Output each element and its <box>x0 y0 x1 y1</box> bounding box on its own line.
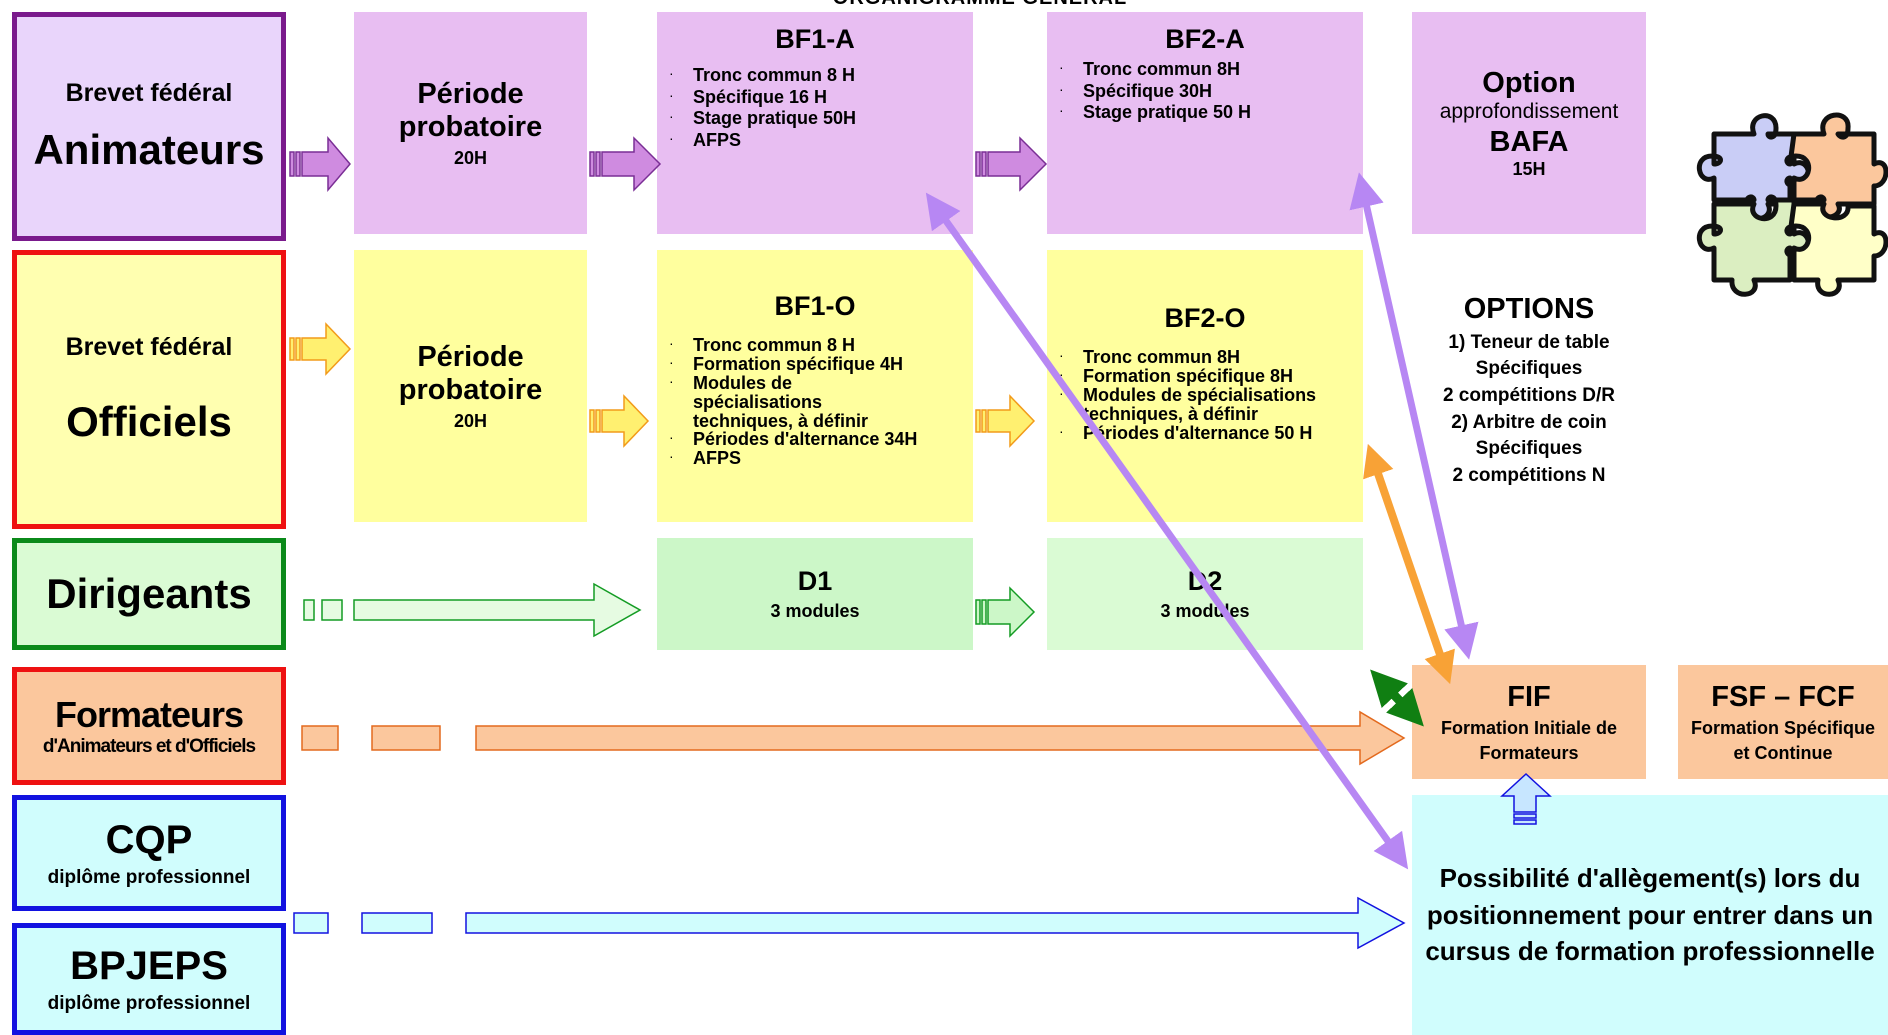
possibilite-box: Possibilité d'allègement(s) lors du posi… <box>1412 795 1888 1035</box>
bf1o-title: BF1-O <box>774 291 856 321</box>
arrow-dirigeants-2 <box>975 586 1036 638</box>
arrow-officiels-2 <box>589 394 650 448</box>
d1-sub: 3 modules <box>770 601 860 621</box>
officiels-main-label: Officiels <box>66 398 232 445</box>
officiels-box: Brevet fédéral Officiels <box>12 250 286 529</box>
options-title: OPTIONS <box>1463 292 1595 325</box>
cqp-box: CQP diplôme professionnel <box>12 795 286 911</box>
dirigeants-box: Dirigeants <box>12 538 286 650</box>
options-line: 2) Arbitre de coin <box>1451 411 1607 433</box>
periode-a-hours: 20H <box>453 147 488 168</box>
green-connector-d2-fif <box>1370 669 1424 727</box>
option-title: Option <box>1482 66 1576 99</box>
bf1o-item: Périodes d'alternance 34H <box>657 430 973 449</box>
options-line: 2 compétitions D/R <box>1442 384 1616 406</box>
fsf-line2: et Continue <box>1733 742 1833 763</box>
fsf-line1: Formation Spécifique <box>1690 717 1876 738</box>
bf2a-title: BF2-A <box>1165 24 1245 54</box>
fsf-fcf-box: FSF – FCF Formation Spécifique et Contin… <box>1678 665 1888 779</box>
purple-connector-bf1a-possibilite <box>925 192 1409 870</box>
officiels-top-label: Brevet fédéral <box>65 333 233 361</box>
arrow-dirigeants-1 <box>303 582 642 638</box>
formateurs-box: Formateurs d'Animateurs et d'Officiels <box>12 667 286 785</box>
page-title: ORGANIGRAMME GENERAL <box>700 0 1260 10</box>
periode-a-line1: Période <box>417 77 524 110</box>
bf2a-list: Tronc commun 8H Spécifique 30H Stage pra… <box>1047 59 1363 124</box>
puzzle-icon <box>1684 94 1888 306</box>
cqp-label: CQP <box>105 817 193 862</box>
arrow-animateurs-2 <box>589 136 662 192</box>
orange-connector-bf2o-fif <box>1363 443 1455 685</box>
animateurs-box: Brevet fédéral Animateurs <box>12 12 286 241</box>
fif-line1: Formation Initiale de <box>1440 717 1618 738</box>
bpjeps-box: BPJEPS diplôme professionnel <box>12 923 286 1035</box>
bf2a-item: Stage pratique 50 H <box>1047 102 1363 124</box>
fif-line2: Formateurs <box>1479 742 1579 763</box>
fif-title: FIF <box>1507 680 1551 713</box>
periode-o-line1: Période <box>417 340 524 373</box>
periode-probatoire-officiels: Période probatoire 20H <box>354 250 587 522</box>
cqp-sublabel: diplôme professionnel <box>47 866 251 888</box>
arrow-formateurs <box>301 710 1406 766</box>
bf1a-list: Tronc commun 8 H Spécifique 16 H Stage p… <box>657 65 973 151</box>
bf1a-item: Stage pratique 50H <box>657 108 973 130</box>
dirigeants-label: Dirigeants <box>46 570 252 617</box>
bpjeps-label: BPJEPS <box>70 943 228 988</box>
bf2a-item: Spécifique 30H <box>1047 81 1363 103</box>
bf1a-box: BF1-A Tronc commun 8 H Spécifique 16 H S… <box>657 12 973 234</box>
bf1o-item: AFPS <box>657 449 973 468</box>
options-line: 1) Teneur de table <box>1448 331 1610 353</box>
arrow-officiels-3 <box>975 394 1036 448</box>
arrow-animateurs-3 <box>975 136 1048 192</box>
d1-box: D1 3 modules <box>657 538 973 650</box>
bf1o-item: Formation spécifique 4H <box>657 354 973 374</box>
arrow-cqp-bpjeps <box>293 896 1406 950</box>
d1-title: D1 <box>797 566 833 596</box>
periode-a-line2: probatoire <box>398 110 543 143</box>
options-block: OPTIONS 1) Teneur de table Spécifiques 2… <box>1418 288 1640 494</box>
bf1a-item: Tronc commun 8 H <box>657 65 973 87</box>
option-name: BAFA <box>1489 125 1569 158</box>
bf1o-item: Tronc commun 8 H <box>657 336 973 355</box>
options-line: Spécifiques <box>1475 438 1583 460</box>
formateurs-label: Formateurs <box>54 694 244 735</box>
animateurs-top-label: Brevet fédéral <box>65 79 233 107</box>
arrow-officiels-1 <box>289 322 352 376</box>
option-sub: approfondissement <box>1439 99 1619 123</box>
bf1o-box: BF1-O Tronc commun 8 H Formation spécifi… <box>657 250 973 522</box>
possibilite-text: Possibilité d'allègement(s) lors du posi… <box>1425 863 1875 967</box>
bf1a-item: AFPS <box>657 130 973 152</box>
bf2a-item: Tronc commun 8H <box>1047 59 1363 81</box>
periode-o-line2: probatoire <box>398 373 543 406</box>
arrow-animateurs-1 <box>289 135 351 193</box>
periode-o-hours: 20H <box>453 410 488 431</box>
fsf-title: FSF – FCF <box>1711 680 1855 713</box>
options-line: Spécifiques <box>1475 358 1583 380</box>
arrow-up-fif <box>1500 772 1552 825</box>
formateurs-sublabel: d'Animateurs et d'Officiels <box>42 736 256 757</box>
fif-box: FIF Formation Initiale de Formateurs <box>1412 665 1646 779</box>
bf1a-title: BF1-A <box>775 24 855 54</box>
periode-probatoire-animateurs: Période probatoire 20H <box>354 12 587 234</box>
bf1o-item: Modules de spécialisations techniques, à… <box>657 373 923 431</box>
bf1o-list: Tronc commun 8 H Formation spécifique 4H… <box>657 336 973 468</box>
options-line: 2 compétitions N <box>1452 464 1606 486</box>
option-hours: 15H <box>1512 158 1546 179</box>
animateurs-main-label: Animateurs <box>33 126 265 173</box>
bf1a-item: Spécifique 16 H <box>657 87 973 109</box>
bpjeps-sublabel: diplôme professionnel <box>47 992 251 1014</box>
